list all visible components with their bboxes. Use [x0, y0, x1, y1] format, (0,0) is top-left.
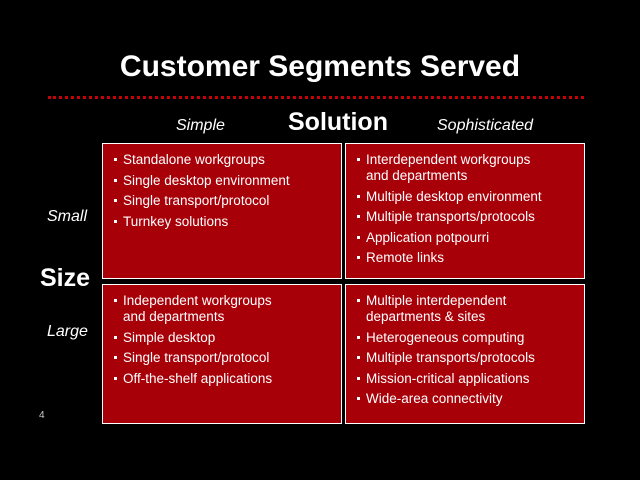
cell-large-sophisticated: Multiple interdependent departments & si… [345, 284, 585, 424]
column-label-sophisticated: Sophisticated [437, 117, 534, 134]
bullet-item: Single desktop environment [113, 173, 333, 189]
page-number: 4 [39, 410, 45, 421]
bullet-item: Multiple transports/protocols [356, 350, 576, 366]
column-label-simple: Simple [176, 117, 225, 134]
bullet-item: Multiple transports/protocols [356, 209, 576, 225]
bullet-item: Single transport/protocol [113, 193, 333, 209]
bullet-item: Standalone workgroups [113, 152, 333, 168]
cell-small-sophisticated: Interdependent workgroups and department… [345, 143, 585, 279]
bullet-item: Turnkey solutions [113, 214, 333, 230]
bullet-item: Wide-area connectivity [356, 391, 576, 407]
bullet-item: Simple desktop [113, 330, 333, 346]
bullet-item: Single transport/protocol [113, 350, 333, 366]
bullet-item: Mission-critical applications [356, 371, 576, 387]
axis-label-solution: Solution [288, 108, 388, 136]
axis-label-size: Size [40, 264, 91, 292]
bullet-item: Interdependent workgroups and department… [356, 152, 576, 184]
cell-large-simple: Independent workgroups and departments S… [102, 284, 342, 424]
bullet-item: Multiple desktop environment [356, 189, 576, 205]
slide-title: Customer Segments Served [119, 50, 521, 83]
bullet-item: Independent workgroups and departments [113, 293, 333, 325]
row-label-small: Small [47, 208, 88, 225]
cell-small-simple: Standalone workgroups Single desktop env… [102, 143, 342, 279]
bullet-item: Off-the-shelf applications [113, 371, 333, 387]
bullet-item: Heterogeneous computing [356, 330, 576, 346]
bullet-item: Application potpourri [356, 230, 576, 246]
row-label-large: Large [47, 323, 88, 340]
bullet-item: Remote links [356, 250, 576, 266]
bullet-item: Multiple interdependent departments & si… [356, 293, 576, 325]
title-divider [48, 96, 584, 99]
